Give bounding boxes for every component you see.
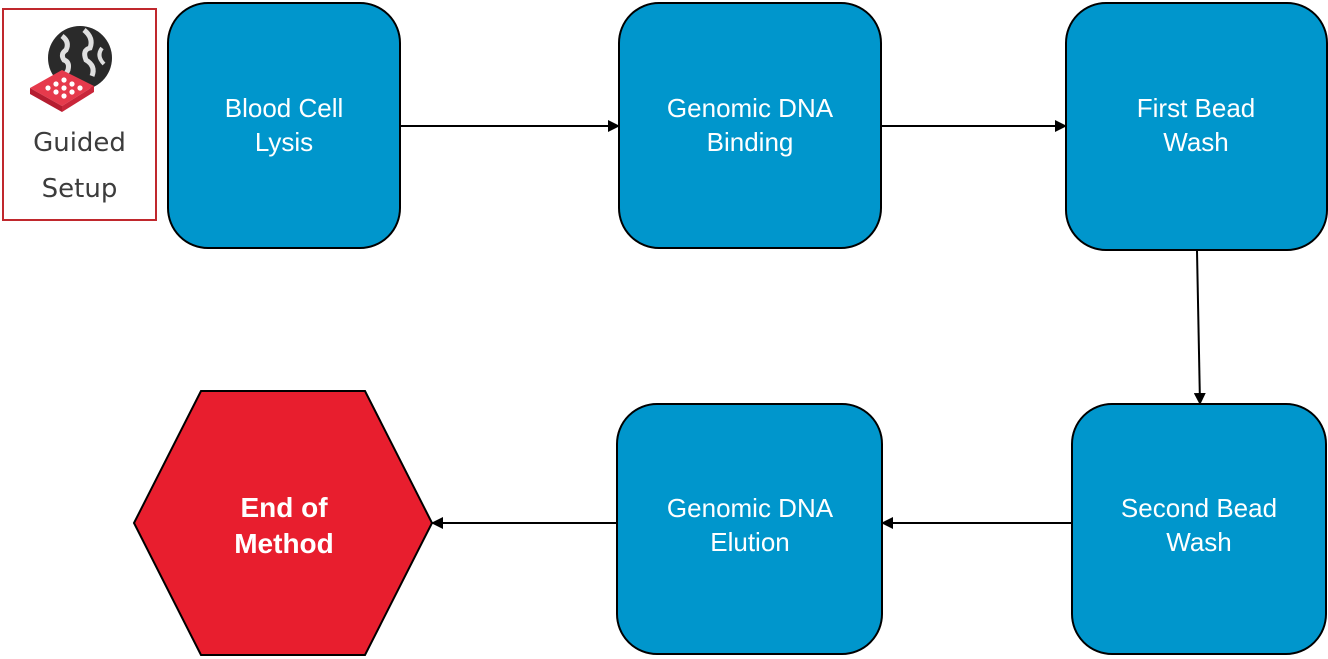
end-label-line1: End of [240, 492, 328, 523]
end-label-line2: Method [234, 528, 334, 559]
arrow-first-wash-to-second-wash [1193, 250, 1206, 405]
step-label-line2: Wash [1166, 527, 1232, 557]
step-label-line2: Lysis [255, 127, 313, 157]
step-label-line1: First Bead [1137, 93, 1256, 123]
globe-plate-icon [30, 26, 112, 112]
guided-setup-label-line2: Setup [41, 174, 118, 204]
step-first-bead-wash[interactable]: First Bead Wash [1065, 2, 1328, 251]
guided-setup-button[interactable]: Guided Setup [2, 8, 157, 221]
step-blood-cell-lysis[interactable]: Blood Cell Lysis [167, 2, 401, 249]
step-second-bead-wash[interactable]: Second Bead Wash [1071, 403, 1327, 655]
end-of-method[interactable]: End of Method [132, 390, 434, 656]
step-label-line1: Genomic DNA [667, 93, 834, 123]
step-label-line1: Blood Cell [225, 93, 344, 123]
step-label-line1: Second Bead [1121, 493, 1277, 523]
step-genomic-dna-elution[interactable]: Genomic DNA Elution [616, 403, 883, 655]
step-label-line1: Genomic DNA [667, 493, 834, 523]
guided-setup-label-line1: Guided [33, 128, 126, 158]
step-genomic-dna-binding[interactable]: Genomic DNA Binding [618, 2, 882, 249]
step-label-line2: Binding [707, 127, 794, 157]
step-label-line2: Wash [1163, 127, 1229, 157]
step-label-line2: Elution [710, 527, 790, 557]
